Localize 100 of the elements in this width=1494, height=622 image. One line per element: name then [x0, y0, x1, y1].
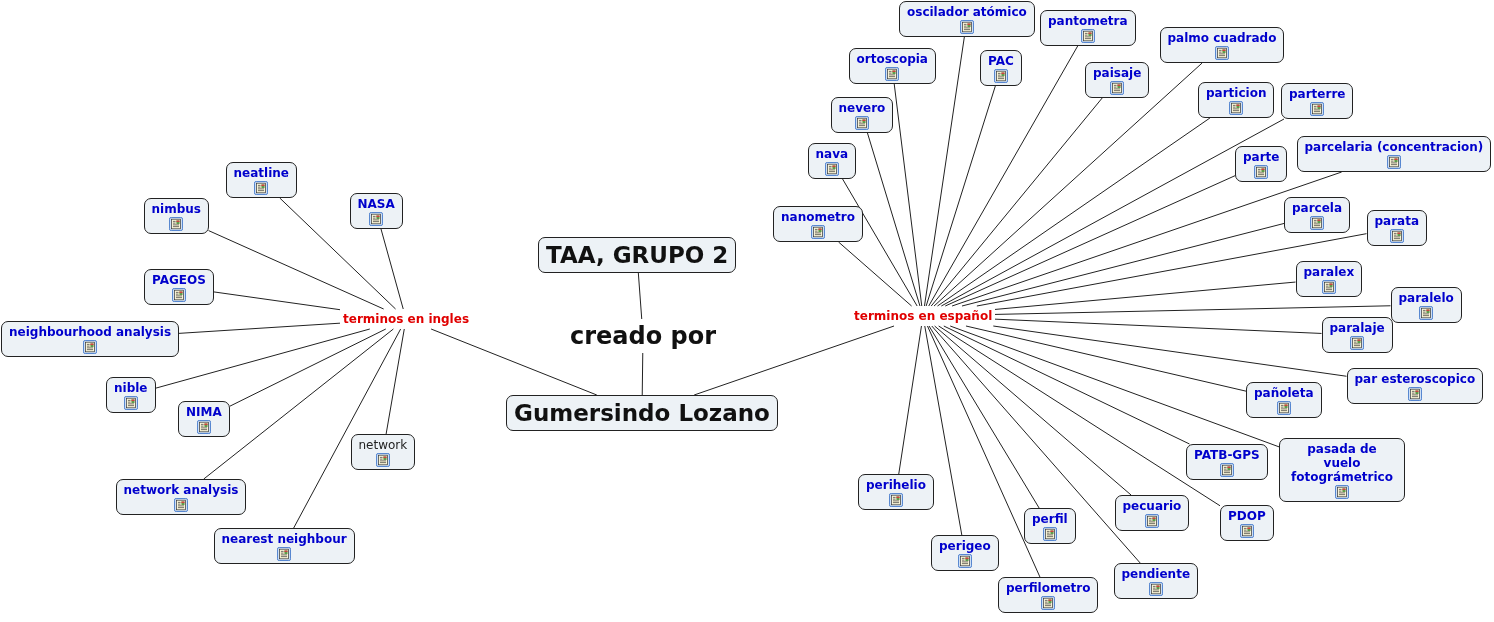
concept-label: nearest neighbour: [221, 532, 347, 546]
concept-label: particion: [1206, 86, 1267, 100]
concept-box: Gumersindo Lozano: [506, 395, 778, 431]
concept-label: parterre: [1289, 87, 1346, 101]
concept-box: [178, 401, 230, 437]
connector-line: [965, 325, 1247, 392]
connector-line: [229, 328, 387, 407]
concept-label: PAC: [988, 54, 1014, 68]
concept-box: [1390, 287, 1462, 323]
concept-label: perfilometro: [1006, 581, 1091, 595]
concept-label: PAGEOS: [152, 273, 206, 287]
concept-box: [1284, 197, 1351, 233]
connector-line: [944, 175, 1236, 307]
connector-line: [842, 178, 918, 307]
concept-label: pendiente: [1121, 567, 1191, 581]
concept-box: [1114, 495, 1190, 531]
concept-box: [858, 474, 934, 510]
concept-box: [1, 321, 180, 357]
connector-line: [943, 325, 1190, 445]
connector-line: [928, 325, 1040, 509]
connector-line: [925, 85, 996, 307]
concept-label: nevero: [838, 101, 886, 115]
concept-label: nimbus: [151, 202, 201, 216]
concept-box: TAA, GRUPO 2: [538, 237, 737, 273]
connector-line: [208, 230, 385, 310]
linking-phrase: creado por: [570, 322, 717, 350]
concept-box: [350, 434, 416, 470]
connector-line: [203, 328, 394, 480]
concept-label: parata: [1374, 214, 1420, 228]
concept-box: [848, 48, 936, 84]
concept-box: [980, 50, 1022, 86]
concept-box: [998, 577, 1099, 613]
connector-line: [693, 325, 895, 396]
concept-label: parcela: [1292, 201, 1343, 215]
concept-label: paisaje: [1093, 66, 1142, 80]
linking-phrase: terminos en español: [854, 309, 993, 323]
concept-label: neatline: [233, 166, 289, 180]
concept-box: [773, 206, 863, 242]
connector-line: [938, 325, 1221, 507]
concept-box: [225, 162, 297, 198]
concept-box: [1295, 261, 1363, 297]
concept-label: ortoscopia: [856, 52, 928, 66]
connector-line: [893, 83, 923, 307]
concept-box: [1246, 382, 1322, 418]
concept-label: pecuario: [1122, 499, 1182, 513]
connector-line: [178, 322, 341, 334]
concept-box: [213, 528, 355, 564]
connector-line: [928, 45, 1079, 307]
connector-line: [949, 325, 1280, 448]
linking-phrase: terminos en ingles: [343, 312, 470, 326]
concept-box: [1281, 83, 1354, 119]
concept-box: [1040, 10, 1136, 46]
connector-line: [934, 325, 1132, 496]
connector-line: [937, 117, 1211, 307]
concept-label: PATB-GPS: [1194, 448, 1260, 462]
connector-line: [931, 325, 1141, 564]
concept-label: par esteroscopico: [1354, 372, 1476, 386]
connector-line: [637, 272, 643, 320]
concept-label: pantometra: [1048, 14, 1128, 28]
connector-line: [924, 36, 965, 307]
concept-label: palmo cuadrado: [1167, 31, 1277, 45]
connector-line: [994, 318, 1322, 334]
concept-box: [349, 193, 403, 229]
concept-label: nanometro: [781, 210, 855, 224]
concept-box: [115, 479, 247, 515]
concept-label: paralex: [1303, 265, 1355, 279]
concept-box: [1186, 444, 1268, 480]
concept-box: [1220, 505, 1274, 541]
connector-line: [940, 118, 1285, 307]
concept-box: [1235, 146, 1288, 182]
concept-box: [143, 198, 209, 234]
concept-label: oscilador atómico: [907, 5, 1027, 19]
connector-line: [994, 305, 1391, 315]
concept-label: perfil: [1032, 512, 1068, 526]
concept-label: NASA: [357, 197, 395, 211]
concept-box: [899, 1, 1035, 37]
connector-line: [866, 132, 921, 307]
concept-label: perihelio: [866, 478, 926, 492]
concept-box: [1346, 368, 1484, 404]
concept-box: [1279, 438, 1405, 502]
connector-line: [992, 325, 1347, 377]
connector-line: [976, 233, 1367, 307]
connector-line: [385, 328, 405, 435]
connector-line: [430, 328, 598, 396]
concept-box: [1321, 317, 1393, 353]
connector-line: [838, 241, 913, 307]
concept-label: parcelaria (concentracion): [1304, 140, 1484, 154]
concept-label: paralelo: [1398, 291, 1454, 305]
connector-line: [927, 325, 1041, 578]
concept-label: network analysis: [123, 483, 239, 497]
concept-box: [807, 143, 857, 179]
concept-box: [931, 535, 999, 571]
concept-box: [144, 269, 214, 305]
concept-box: [830, 97, 894, 133]
connector-line: [898, 325, 922, 475]
concept-label: neighbourhood analysis: [9, 325, 172, 339]
concept-label: perigeo: [939, 539, 991, 553]
connector-line: [961, 222, 1285, 307]
concept-box: [1366, 210, 1428, 246]
concept-label: parte: [1243, 150, 1280, 164]
